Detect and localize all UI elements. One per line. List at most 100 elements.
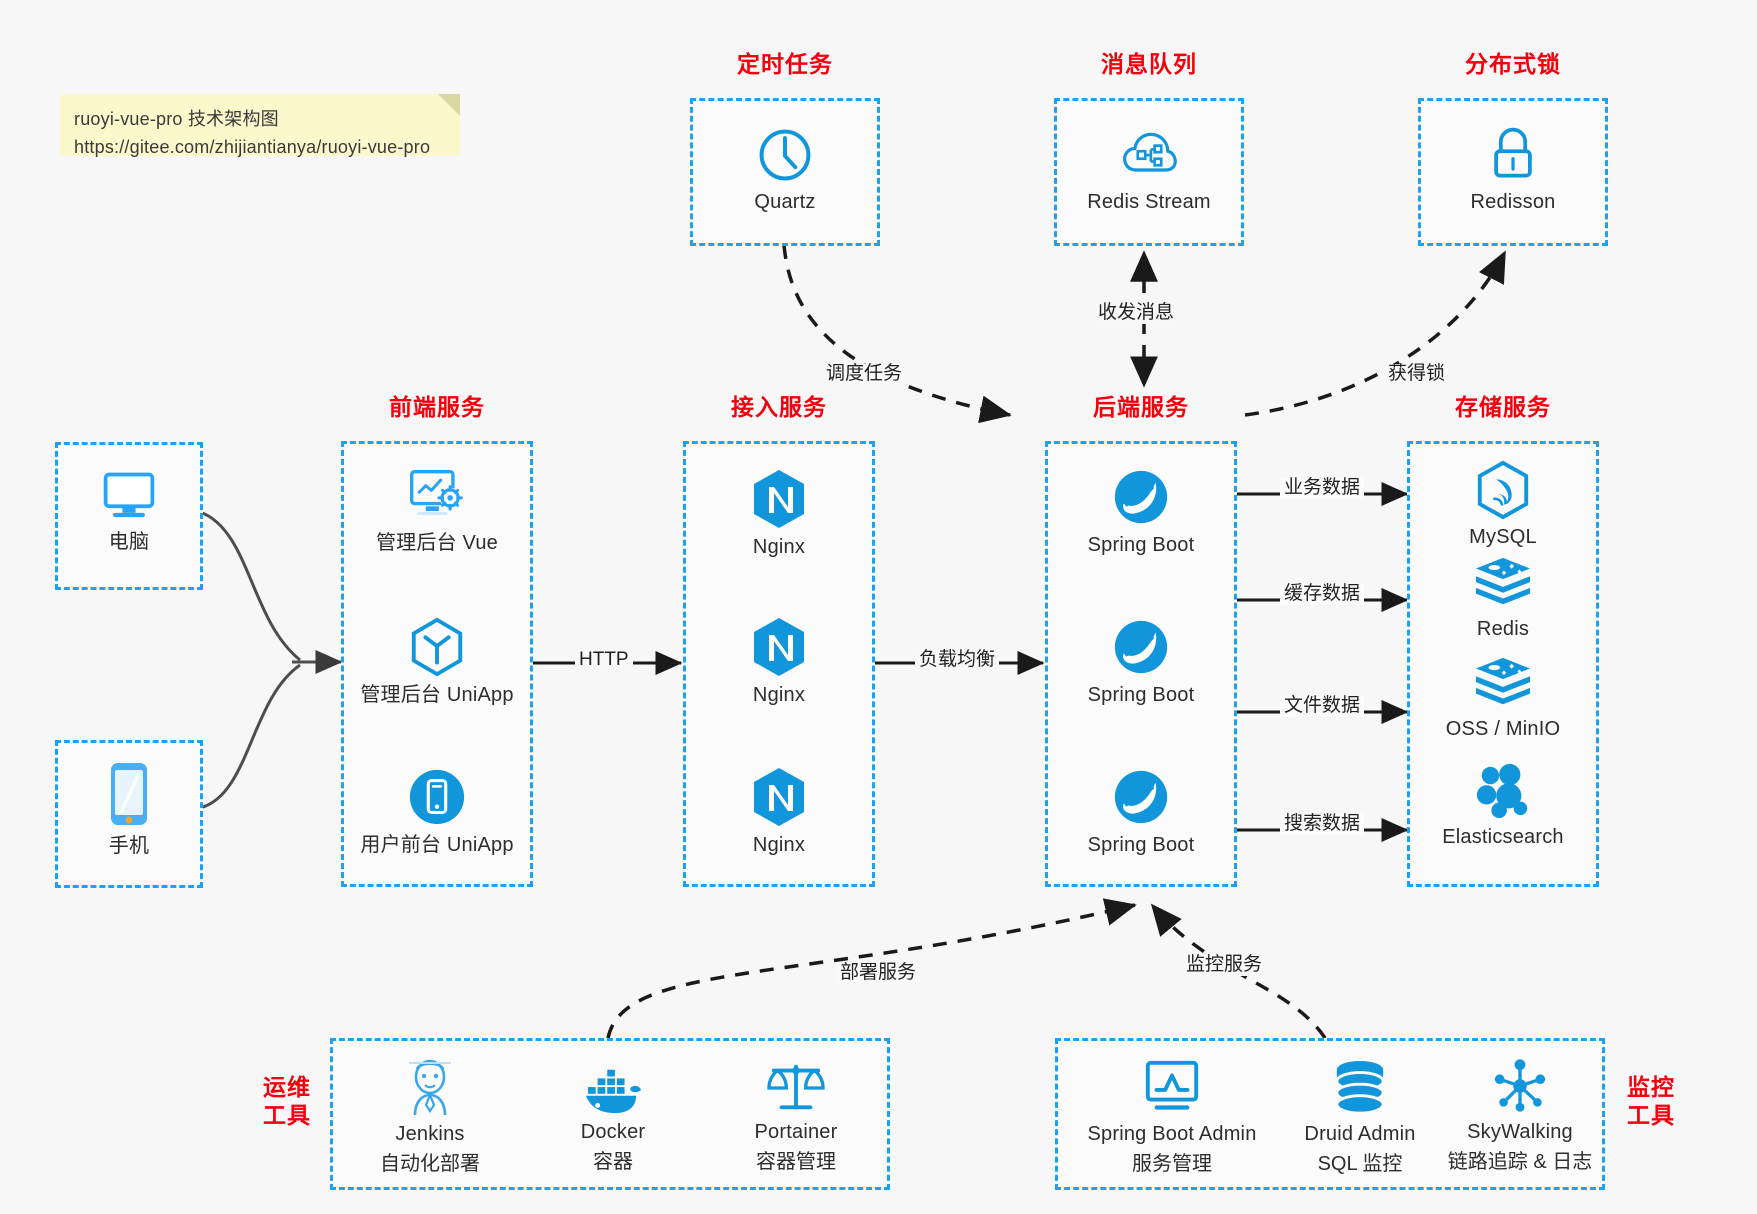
node-sublabel: 链路追踪 & 日志 [1447, 1151, 1593, 1174]
node-computer[interactable]: 电脑 [58, 467, 200, 555]
group-title-gateway: 接入服务 [731, 394, 827, 420]
node-label: Druid Admin [1304, 1123, 1416, 1145]
node-label: 电脑 [108, 531, 150, 553]
diagram-note: ruoyi-vue-pro 技术架构图 https://gitee.com/zh… [60, 94, 460, 157]
group-box-frontend: 管理后台 Vue 管理后台 UniApp 用户前台 UniApp [341, 441, 533, 887]
group-title-distributed-lock: 分布式锁 [1465, 51, 1561, 77]
node-elasticsearch[interactable]: Elasticsearch [1410, 762, 1596, 850]
node-docker[interactable]: Docker 容器 [527, 1063, 699, 1176]
edge-label-send-receive-message: 收发消息 [1094, 302, 1179, 324]
group-title-devops: 运维 工具 [252, 1073, 322, 1129]
node-admin-vue[interactable]: 管理后台 Vue [344, 466, 530, 556]
note-title: ruoyi-vue-pro 技术架构图 [74, 109, 279, 129]
group-title-monitor: 监控 工具 [1616, 1073, 1686, 1129]
group-box-scheduled-task: Quartz [690, 98, 880, 246]
node-label: Nginx [752, 536, 806, 558]
node-label: Redis [1476, 618, 1530, 640]
node-label: 管理后台 Vue [375, 532, 498, 554]
node-phone[interactable]: 手机 [58, 761, 200, 859]
redis-stack-icon [1475, 557, 1531, 605]
group-title-message-queue: 消息队列 [1101, 51, 1197, 77]
node-label: MySQL [1469, 526, 1537, 548]
node-skywalking[interactable]: SkyWalking 链路追踪 & 日志 [1434, 1057, 1606, 1176]
edge-label-monitor-service: 监控服务 [1182, 954, 1267, 976]
node-druid-admin[interactable]: Druid Admin SQL 监控 [1274, 1059, 1446, 1178]
node-label: 管理后台 UniApp [360, 684, 514, 706]
group-title-devops-line2: 工具 [263, 1102, 311, 1129]
dashboard-screen-icon [410, 469, 463, 516]
edge-label-acquire-lock: 获得锁 [1384, 363, 1450, 385]
node-sublabel: 容器 [593, 1151, 633, 1174]
lock-icon [1494, 127, 1532, 178]
note-fold-corner [438, 94, 460, 116]
group-title-monitor-line2: 工具 [1627, 1102, 1675, 1129]
spring-leaf-icon [1114, 770, 1168, 824]
node-redisson[interactable]: Redisson [1421, 123, 1605, 215]
edge-label-http: HTTP [575, 649, 633, 671]
node-admin-uniapp[interactable]: 管理后台 UniApp [344, 616, 530, 708]
group-title-monitor-line1: 监控 [1627, 1074, 1675, 1100]
edge-label-file-data: 文件数据 [1280, 695, 1365, 717]
hexagon-cube-icon [411, 617, 463, 677]
group-title-devops-line1: 运维 [263, 1074, 311, 1100]
node-nginx-2[interactable]: Nginx [686, 616, 872, 708]
node-jenkins[interactable]: Jenkins 自动化部署 [344, 1057, 516, 1178]
mysql-dolphin-icon [1477, 460, 1529, 520]
nginx-icon [754, 470, 804, 528]
node-nginx-3[interactable]: Nginx [686, 766, 872, 858]
clock-icon [759, 129, 811, 181]
group-title-scheduled-task: 定时任务 [737, 51, 833, 77]
spring-leaf-icon [1114, 470, 1168, 524]
node-springboot-3[interactable]: Spring Boot [1048, 766, 1234, 858]
node-sublabel: SQL 监控 [1317, 1153, 1403, 1176]
edge-label-schedule-task: 调度任务 [822, 363, 907, 385]
jenkins-butler-icon [409, 1059, 451, 1116]
node-label: 用户前台 UniApp [360, 834, 514, 856]
node-quartz[interactable]: Quartz [693, 125, 877, 215]
group-title-frontend: 前端服务 [389, 394, 485, 420]
group-title-backend: 后端服务 [1093, 394, 1189, 420]
node-label: Spring Boot [1087, 834, 1195, 856]
node-label: Elasticsearch [1442, 826, 1564, 848]
elasticsearch-icon [1476, 763, 1528, 819]
node-label: Quartz [754, 191, 816, 213]
cloud-node-icon [1123, 132, 1177, 172]
desktop-monitor-icon [103, 472, 155, 518]
node-label: Nginx [752, 834, 806, 856]
node-label: Docker [580, 1121, 646, 1143]
node-label: Redisson [1470, 191, 1556, 213]
node-label: 手机 [108, 835, 150, 857]
node-redis-stream[interactable]: Redis Stream [1057, 125, 1241, 215]
group-box-devops: Jenkins 自动化部署 Docker 容器 [330, 1038, 890, 1190]
node-label: Spring Boot [1087, 534, 1195, 556]
monitor-chart-icon [1145, 1060, 1199, 1110]
nginx-icon [754, 768, 804, 826]
database-icon [1335, 1060, 1385, 1115]
node-sublabel: 自动化部署 [380, 1153, 480, 1176]
nginx-icon [754, 618, 804, 676]
docker-whale-icon [586, 1069, 641, 1114]
node-mysql[interactable]: MySQL [1410, 460, 1596, 550]
node-user-uniapp[interactable]: 用户前台 UniApp [344, 766, 530, 858]
node-spring-boot-admin[interactable]: Spring Boot Admin 服务管理 [1064, 1057, 1280, 1178]
edge-label-load-balance: 负载均衡 [915, 649, 1000, 671]
smartphone-icon [111, 763, 147, 825]
node-portainer[interactable]: Portainer 容器管理 [710, 1059, 882, 1176]
group-box-computer: 电脑 [55, 442, 203, 590]
node-oss-minio[interactable]: OSS / MinIO [1410, 656, 1596, 742]
node-label: Nginx [752, 684, 806, 706]
node-label: Spring Boot Admin [1087, 1123, 1257, 1145]
edge-label-business-data: 业务数据 [1280, 477, 1365, 499]
group-title-storage: 存储服务 [1455, 394, 1551, 420]
node-redis[interactable]: Redis [1410, 556, 1596, 642]
node-springboot-2[interactable]: Spring Boot [1048, 616, 1234, 708]
node-springboot-1[interactable]: Spring Boot [1048, 466, 1234, 558]
redis-stack-icon [1475, 657, 1531, 705]
node-nginx-1[interactable]: Nginx [686, 468, 872, 560]
mobile-circle-icon [409, 769, 465, 825]
node-label: Jenkins [395, 1123, 465, 1145]
note-url: https://gitee.com/zhijiantianya/ruoyi-vu… [74, 136, 431, 157]
node-label: SkyWalking [1467, 1121, 1573, 1143]
node-label: Spring Boot [1087, 684, 1195, 706]
